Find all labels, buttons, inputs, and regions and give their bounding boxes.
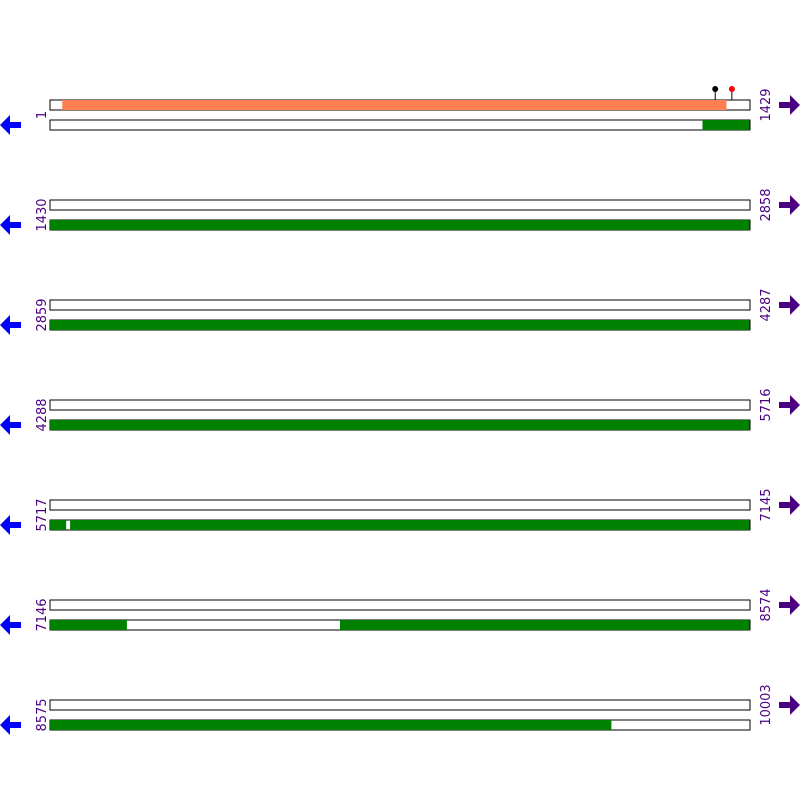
coverage-feature xyxy=(50,520,67,530)
coverage-feature xyxy=(50,320,750,330)
coverage-feature xyxy=(50,420,750,430)
start-position-label: 1 xyxy=(35,111,50,119)
sequence-row: 1 1429 xyxy=(0,86,800,135)
bottom-track xyxy=(49,119,751,131)
lollipop-marker-icon xyxy=(728,86,735,100)
top-track xyxy=(49,199,751,211)
end-position-label: 4287 xyxy=(759,288,774,321)
end-position-label: 2858 xyxy=(759,188,774,221)
start-position-label: 5717 xyxy=(35,498,50,531)
sequence-row: 5717 7145 xyxy=(0,488,800,535)
top-track xyxy=(49,299,751,311)
sequence-row: 8575 10003 xyxy=(0,684,800,735)
right-arrow-icon[interactable] xyxy=(779,495,800,515)
coverage-feature xyxy=(70,520,750,530)
sequence-row: 7146 8574 xyxy=(0,588,800,635)
left-arrow-icon[interactable] xyxy=(0,415,21,435)
lollipop-marker-icon xyxy=(712,86,719,100)
start-position-label: 1430 xyxy=(35,198,50,231)
sequence-row: 2859 4287 xyxy=(0,288,800,335)
left-arrow-icon[interactable] xyxy=(0,615,21,635)
end-position-label: 5716 xyxy=(759,388,774,421)
end-position-label: 7145 xyxy=(759,488,774,521)
start-position-label: 2859 xyxy=(35,298,50,331)
top-track xyxy=(49,399,751,411)
coverage-feature xyxy=(702,120,750,130)
coverage-feature xyxy=(50,220,750,230)
right-arrow-icon[interactable] xyxy=(779,95,800,115)
start-position-label: 7146 xyxy=(35,598,50,631)
right-arrow-icon[interactable] xyxy=(779,195,800,215)
sequence-row: 4288 5716 xyxy=(0,388,800,435)
end-position-label: 8574 xyxy=(759,588,774,621)
right-arrow-icon[interactable] xyxy=(779,595,800,615)
left-arrow-icon[interactable] xyxy=(0,715,21,735)
sequence-row: 1430 2858 xyxy=(0,188,800,235)
right-arrow-icon[interactable] xyxy=(779,695,800,715)
start-position-label: 4288 xyxy=(35,398,50,431)
coverage-feature xyxy=(339,620,750,630)
top-track xyxy=(49,599,751,611)
top-track xyxy=(49,699,751,711)
top-track xyxy=(49,499,751,511)
end-position-label: 1429 xyxy=(759,88,774,121)
left-arrow-icon[interactable] xyxy=(0,215,21,235)
left-arrow-icon[interactable] xyxy=(0,515,21,535)
right-arrow-icon[interactable] xyxy=(779,295,800,315)
left-arrow-icon[interactable] xyxy=(0,315,21,335)
left-arrow-icon[interactable] xyxy=(0,115,21,135)
orf-feature xyxy=(62,100,727,110)
marker-head xyxy=(728,86,735,92)
coverage-feature xyxy=(50,720,612,730)
coverage-feature xyxy=(50,620,127,630)
start-position-label: 8575 xyxy=(35,698,50,731)
marker-head xyxy=(712,86,719,92)
end-position-label: 10003 xyxy=(759,684,774,725)
right-arrow-icon[interactable] xyxy=(779,395,800,415)
